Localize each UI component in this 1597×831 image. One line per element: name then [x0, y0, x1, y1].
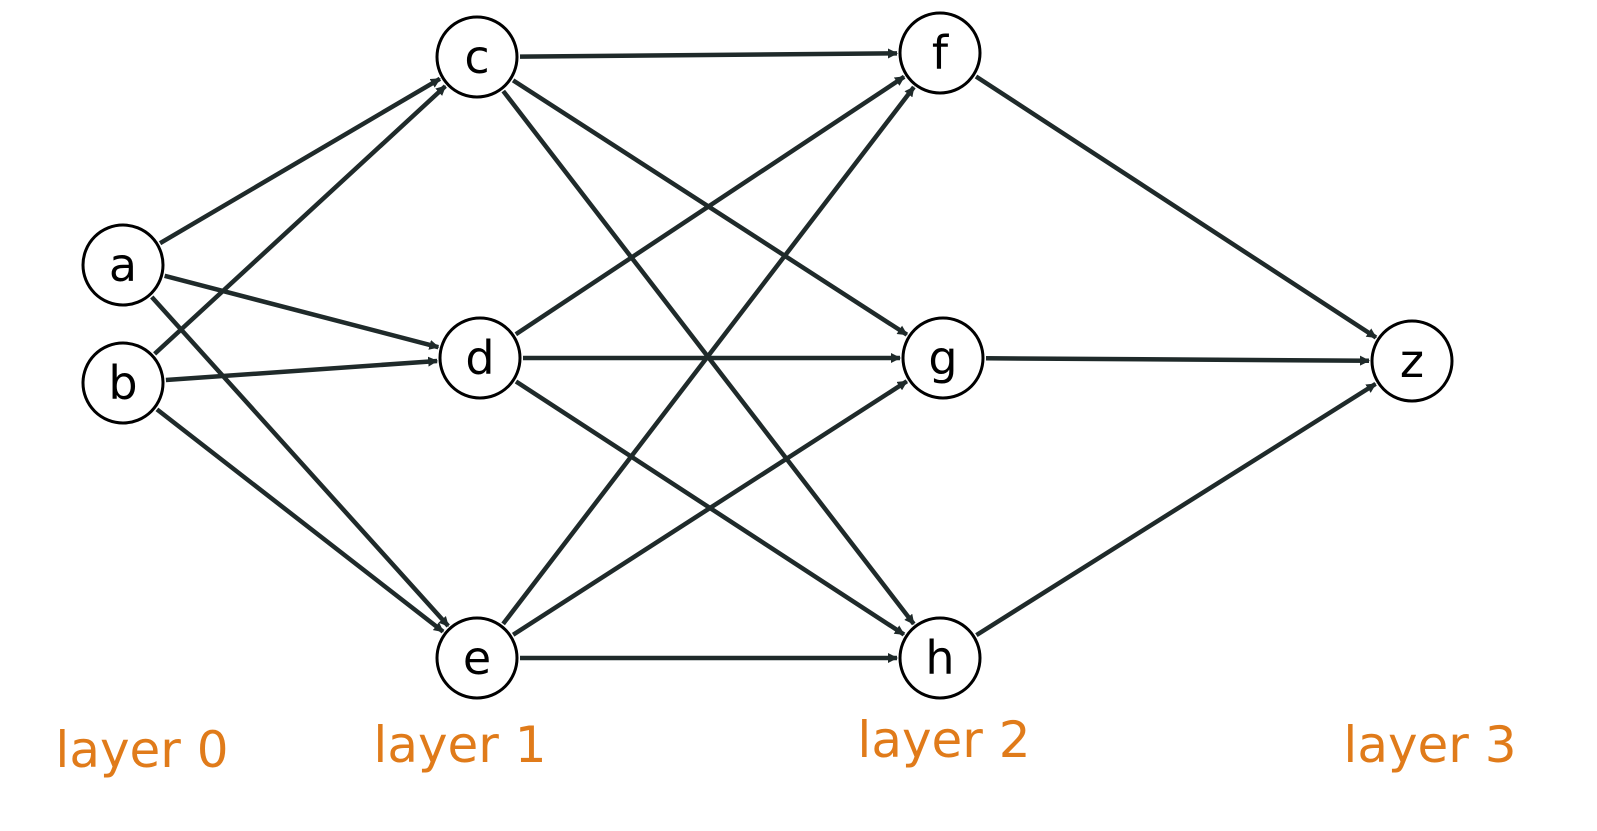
node-label-e: e	[463, 631, 491, 685]
edge-h-z	[975, 381, 1377, 638]
edge-b-d	[165, 356, 439, 383]
edge-d-f	[514, 74, 906, 337]
node-circle-a	[81, 223, 165, 307]
layer-label-2: layer 2	[857, 711, 1030, 769]
edge-b-c	[153, 84, 447, 356]
edge-c-f	[519, 48, 899, 59]
node-d: d	[438, 316, 522, 400]
node-label-g: g	[928, 331, 957, 385]
edge-e-f	[501, 85, 916, 626]
node-label-z: z	[1400, 334, 1424, 388]
node-circle-h	[898, 616, 982, 700]
node-b: b	[81, 341, 165, 425]
edge-b-e	[155, 407, 445, 634]
edge-a-d	[164, 273, 440, 350]
node-label-c: c	[464, 30, 489, 84]
node-label-f: f	[932, 26, 950, 80]
node-label-h: h	[925, 631, 954, 685]
node-circle-b	[81, 341, 165, 425]
node-circle-d	[438, 316, 522, 400]
layer-labels: layer 0 layer 1 layer 2 layer 3	[55, 711, 1516, 779]
node-label-d: d	[465, 331, 494, 385]
edges-group	[150, 48, 1378, 663]
edge-e-g	[511, 379, 909, 637]
edge-a-c	[158, 76, 442, 246]
layer-label-0: layer 0	[55, 721, 228, 779]
node-f: f	[898, 11, 982, 95]
node-z: z	[1370, 319, 1454, 403]
node-label-b: b	[108, 356, 137, 410]
node-g: g	[901, 316, 985, 400]
node-e: e	[435, 616, 519, 700]
edge-f-z	[974, 74, 1378, 340]
node-circle-g	[901, 316, 985, 400]
nodes-group: a b c d e f g h z	[81, 11, 1454, 700]
node-label-a: a	[109, 238, 137, 292]
node-c: c	[435, 15, 519, 99]
edge-g-z	[985, 355, 1371, 366]
node-circle-c	[435, 15, 519, 99]
layer-label-1: layer 1	[373, 716, 546, 774]
layer-label-3: layer 3	[1343, 716, 1516, 774]
node-circle-z	[1370, 319, 1454, 403]
node-a: a	[81, 223, 165, 307]
edge-a-e	[150, 295, 450, 628]
node-h: h	[898, 616, 982, 700]
node-circle-f	[898, 11, 982, 95]
node-circle-e	[435, 616, 519, 700]
